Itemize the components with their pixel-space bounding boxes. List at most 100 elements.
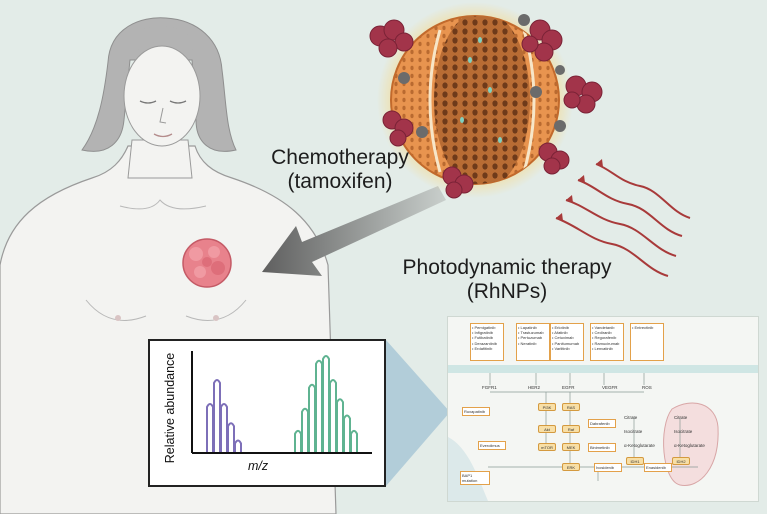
cluster-3 <box>563 75 603 114</box>
pathway-node-mek: MEK <box>562 443 580 451</box>
drug-item: • Infigratinib <box>472 330 493 336</box>
nipple-left <box>115 315 121 321</box>
eye-right <box>169 100 187 104</box>
mito-metabolite-label-0: Citrate <box>674 415 688 420</box>
pathway-node-mtor: mTOR <box>538 443 556 451</box>
zoom-pointer <box>386 340 450 486</box>
drug-item: • Cetuximab <box>552 335 574 341</box>
mouth <box>153 133 173 138</box>
inhibitor-box-3: Binimetinib <box>588 443 616 452</box>
drug-item: • Neratinib <box>518 340 537 346</box>
green-peak-6 <box>329 379 337 452</box>
light-ray-2 <box>577 179 683 237</box>
receptor-name-fgfr1: FGFR1 <box>482 385 497 390</box>
drug-item: • Panitumumab <box>552 340 580 346</box>
drug-item: • Lapatinib <box>518 325 537 330</box>
drug-item: • Cediranib <box>592 330 612 336</box>
cell-membrane <box>448 365 758 373</box>
pathway-node-idh2: IDH2 <box>672 457 690 465</box>
receptor-name-ros: ROS <box>642 385 652 390</box>
drug-item: • Erlotinib <box>552 325 569 330</box>
metabolite-label-2: α-Ketoglutarate <box>624 443 655 448</box>
purple-peak-1 <box>206 403 214 452</box>
pdt-label: Photodynamic therapy (RhNPs) <box>352 256 662 304</box>
drug-item: • Ramucirumab <box>592 340 620 346</box>
drug-item: • Trastuzumab <box>518 330 544 336</box>
cluster-6 <box>538 142 570 175</box>
pathway-node-akt: Akt <box>538 425 556 433</box>
x-axis-label: m/z <box>248 459 269 473</box>
hair-fringe <box>122 26 198 78</box>
drug-item: • Varlitinib <box>552 345 570 351</box>
breast-right <box>185 299 247 321</box>
pdt-agent: (RhNPs) <box>466 280 548 304</box>
green-peak-9 <box>350 429 358 452</box>
light-ray-1 <box>595 163 691 219</box>
receptor-name-vegfr: VEGFR <box>602 385 618 390</box>
green-peak-5 <box>322 355 330 452</box>
signaling-pathway-panel: • Pemigatinib• Infigratinib• Futibatinib… <box>447 316 759 502</box>
green-peak-4 <box>315 359 323 452</box>
light-ray-3 <box>565 199 677 257</box>
green-peak-7 <box>336 398 344 452</box>
drug-item: • Afatinib <box>552 330 568 336</box>
drug-item: • Pemigatinib <box>472 325 496 330</box>
chemotherapy-drug: (tamoxifen) <box>287 170 393 194</box>
metabolite-label-0: Citrate <box>624 415 638 420</box>
breast-tumor <box>182 238 232 288</box>
chemotherapy-label: Chemotherapy (tamoxifen) <box>255 146 425 194</box>
pathway-node-raf: Raf <box>562 425 580 433</box>
mass-spectrum-plot <box>191 351 372 454</box>
collarbone <box>119 199 207 210</box>
eye-left <box>139 100 157 104</box>
inhibitor-box-2: Dabrafenib <box>588 419 616 428</box>
inhibitor-box-1: Everolimus <box>478 441 506 450</box>
pathway-node-ras: RAS <box>562 403 580 411</box>
rhodium-nanoparticle <box>369 2 603 199</box>
face <box>123 45 201 147</box>
purple-peak-3 <box>220 403 228 452</box>
drug-item: • Derazantinib <box>472 340 497 346</box>
nucleus-boundary <box>448 437 488 501</box>
inhibitor-box-0: Ruxapatinib <box>462 407 490 416</box>
drug-item: • Futibatinib <box>472 335 493 341</box>
pathway-node-erk: ERK <box>562 463 580 471</box>
receptor-drug-box-egfr: • Erlotinib• Afatinib• Cetuximab• Panitu… <box>550 323 584 361</box>
nipple-right <box>213 315 219 321</box>
receptor-drug-box-vegfr: • Vandetanib• Cediranib• Regorafenib• Ra… <box>590 323 624 361</box>
receptor-drug-box-her2: • Lapatinib• Trastuzumab• Pertuzumab• Ne… <box>516 323 550 361</box>
drug-item: • Lenvatinib <box>592 345 613 351</box>
green-peak-8 <box>343 414 351 452</box>
cluster-4 <box>382 110 414 147</box>
drug-item: • Entrectinib <box>632 325 654 330</box>
mito-metabolite-label-2: α-Ketoglutarate <box>674 443 705 448</box>
drug-item: • Vandetanib <box>592 325 615 330</box>
drug-item: • Erdafitinib <box>472 345 493 351</box>
purple-peak-2 <box>213 379 221 452</box>
y-axis-label: Relative abundance <box>163 352 177 464</box>
receptor-name-her2: HER2 <box>528 385 541 390</box>
drug-item: • Pertuzumab <box>518 335 543 341</box>
receptor-drug-box-ros: • Entrectinib <box>630 323 664 361</box>
therapy-arrow <box>262 186 446 276</box>
inhibitor-box-5: Enasidenib <box>644 463 672 472</box>
pathway-node-idh1: IDH1 <box>626 457 644 465</box>
cluster-2 <box>521 19 563 62</box>
light-ray-4 <box>555 217 669 277</box>
mito-metabolite-label-1: Isocitrate <box>674 429 693 434</box>
chemotherapy-title: Chemotherapy <box>271 146 409 169</box>
breast-left <box>85 299 147 321</box>
light-rays <box>555 163 691 277</box>
purple-peak-4 <box>227 422 235 452</box>
cluster-1 <box>369 19 414 58</box>
green-peak-3 <box>308 383 316 452</box>
pathway-node-pi3k: PI3K <box>538 403 556 411</box>
cluster-5 <box>442 166 474 199</box>
bap1-mutation-box: BAP1 mutation <box>460 471 490 485</box>
mass-spectrum-panel: Relative abundance m/z <box>148 339 386 487</box>
drug-item: • Regorafenib <box>592 335 617 341</box>
green-peak-1 <box>294 429 302 452</box>
receptor-drug-box-fgfr1: • Pemigatinib• Infigratinib• Futibatinib… <box>470 323 504 361</box>
